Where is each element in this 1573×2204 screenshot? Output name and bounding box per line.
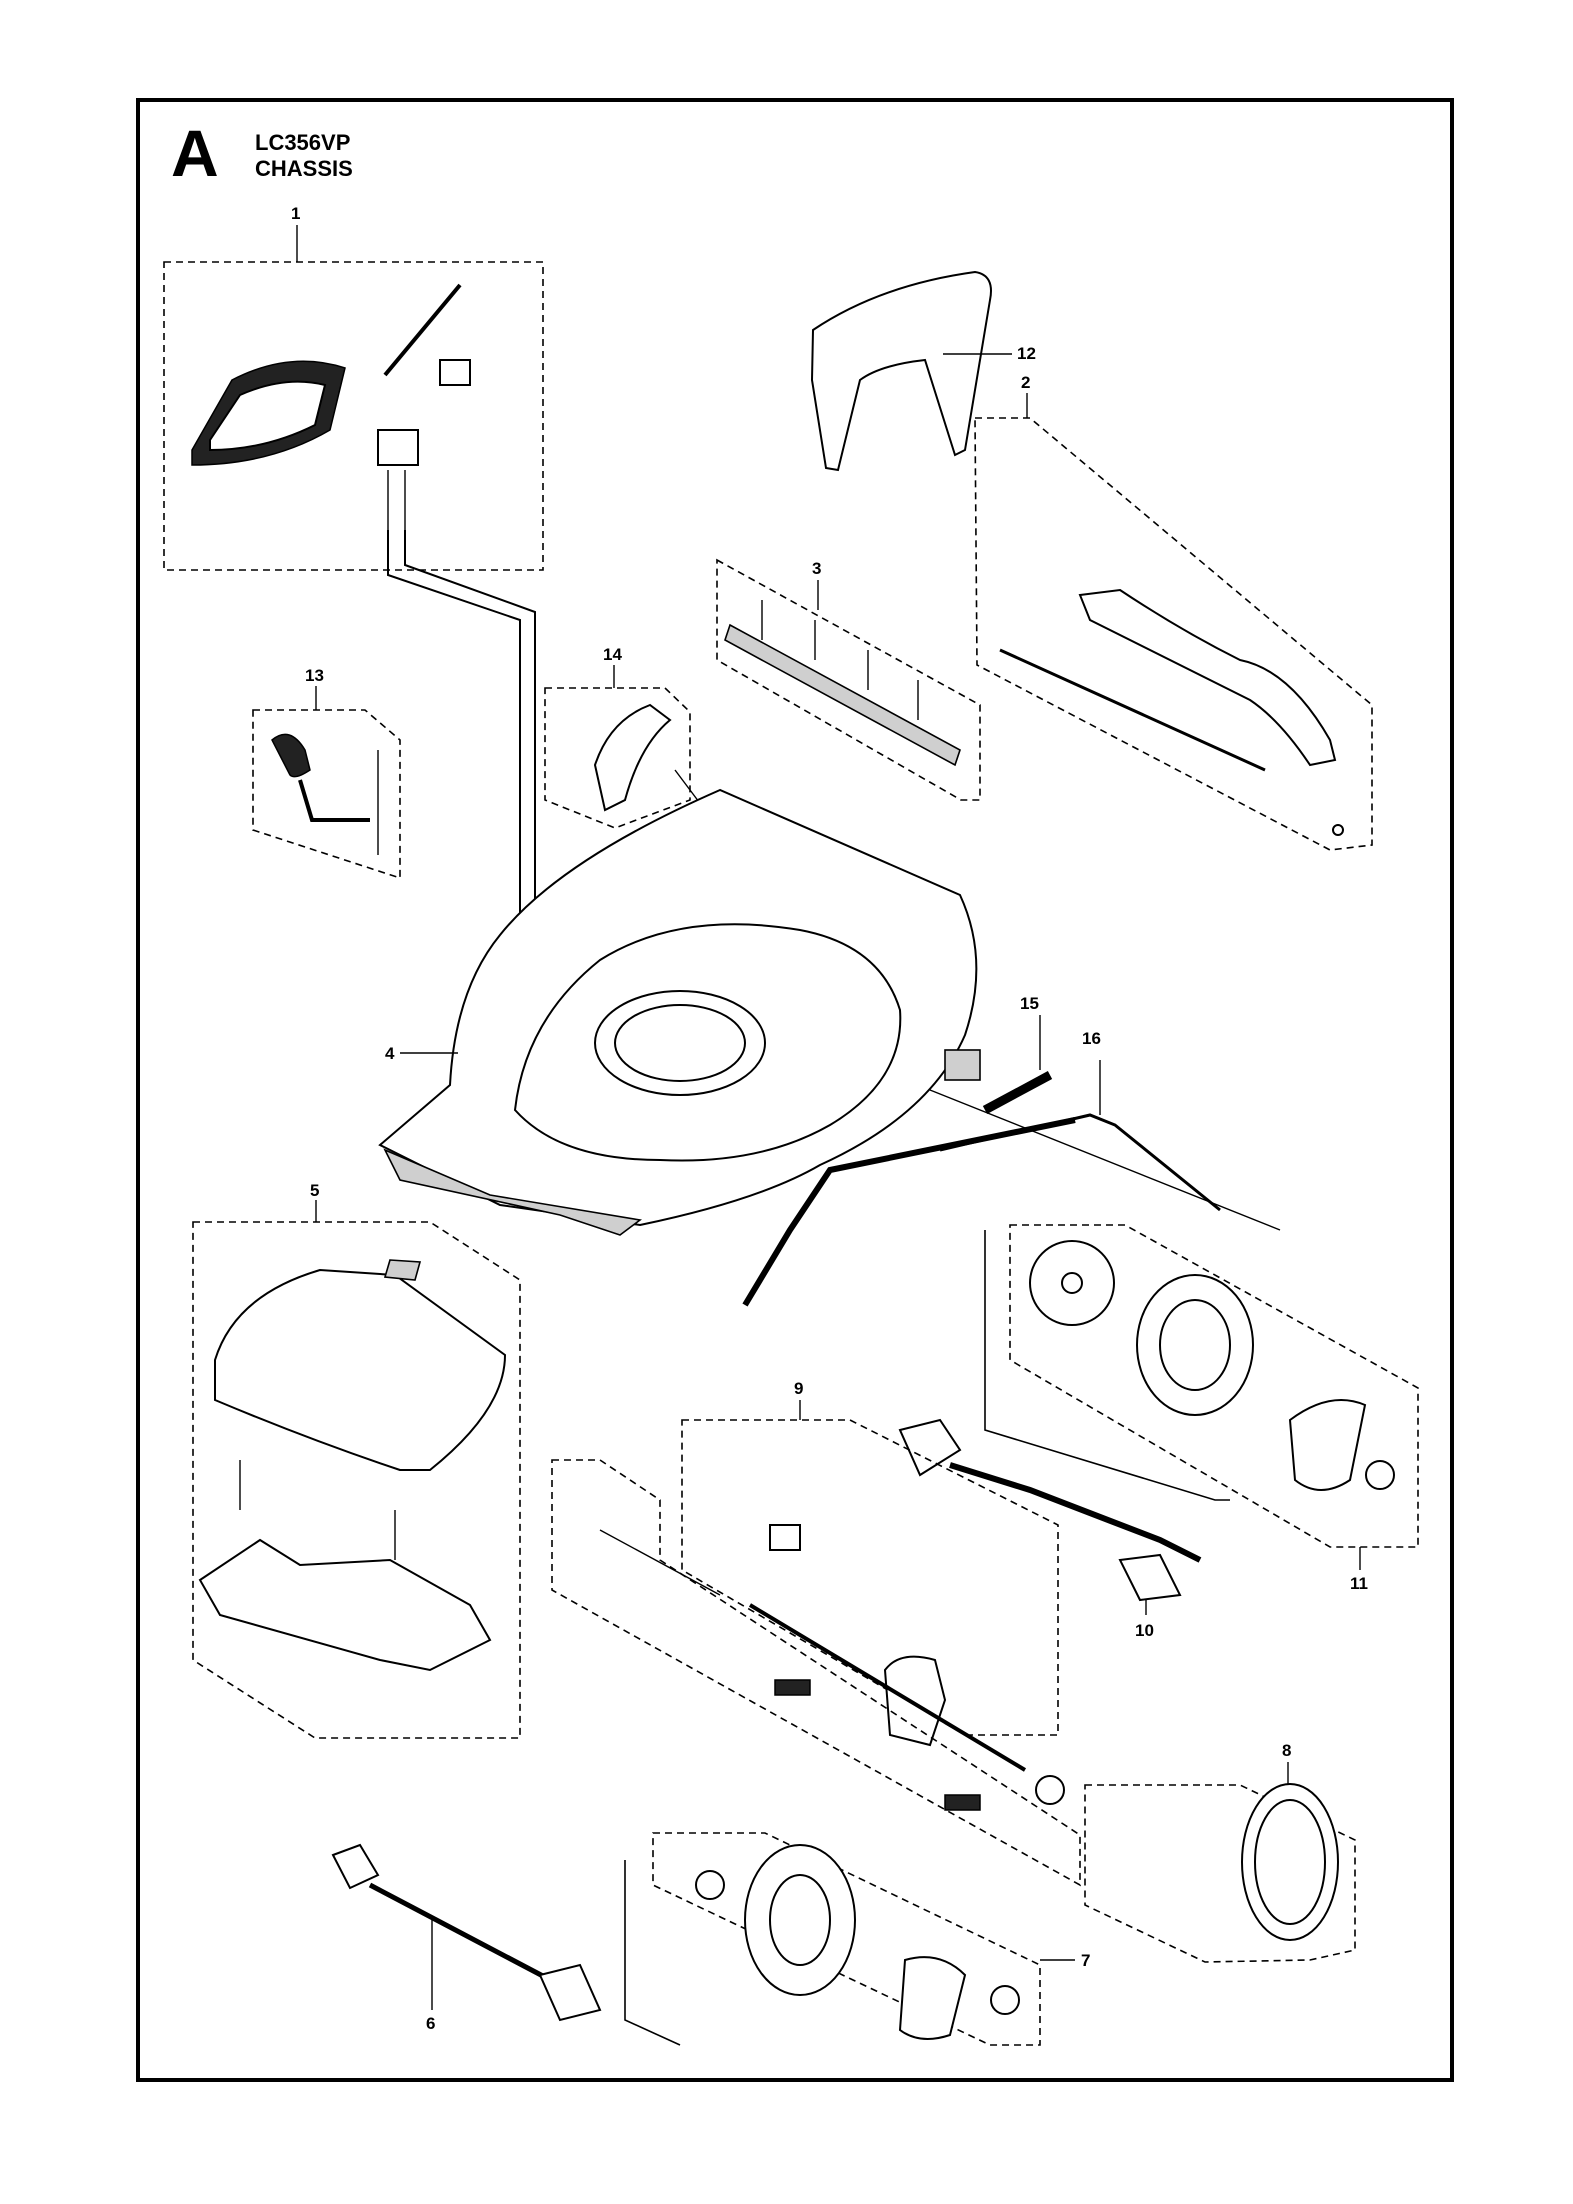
model-name: LC356VP xyxy=(255,130,351,155)
part-4-deck xyxy=(378,788,981,1236)
group-8-gear-ring xyxy=(1035,1762,1356,1963)
group-9-gearbox xyxy=(681,1400,1059,1811)
group-12-cover xyxy=(810,270,1012,472)
section-name: CHASSIS xyxy=(255,156,353,182)
diagram-frame xyxy=(136,98,1454,2082)
group-3-bracket xyxy=(716,558,981,801)
group-1-control-box xyxy=(163,225,544,571)
group-2-rear-flap xyxy=(974,393,1373,851)
section-letter: A xyxy=(171,116,219,190)
part-6-front-axle xyxy=(331,1843,602,2022)
callout-14: 14 xyxy=(603,645,622,664)
callout-1: 1 xyxy=(291,204,301,223)
group-13-height-lever xyxy=(252,686,401,880)
callout-9: 9 xyxy=(794,1379,804,1398)
group-5-shroud xyxy=(192,1200,521,1739)
part-16-rod xyxy=(742,1060,1281,1307)
callout-2: 2 xyxy=(1021,373,1031,392)
group-14-side-guide xyxy=(544,665,706,829)
group-7-front-wheel xyxy=(624,1832,1075,2046)
callout-15: 15 xyxy=(1020,994,1039,1013)
callout-5: 5 xyxy=(310,1181,320,1200)
callout-4: 4 xyxy=(385,1044,395,1063)
callout-10: 10 xyxy=(1135,1621,1154,1640)
callout-13: 13 xyxy=(305,666,324,685)
group-11-rear-wheel xyxy=(984,1224,1419,1570)
part-10-axle-bracket xyxy=(898,1418,1202,1615)
callout-11: 11 xyxy=(1350,1574,1368,1593)
callout-6: 6 xyxy=(426,2014,436,2033)
part-15-spring xyxy=(982,1015,1053,1114)
callout-16: 16 xyxy=(1082,1029,1101,1048)
callout-12: 12 xyxy=(1017,344,1036,363)
section-title: LC356VP CHASSIS xyxy=(255,130,353,183)
callout-3: 3 xyxy=(812,559,822,578)
callout-7: 7 xyxy=(1081,1951,1091,1970)
callout-8: 8 xyxy=(1282,1741,1292,1760)
